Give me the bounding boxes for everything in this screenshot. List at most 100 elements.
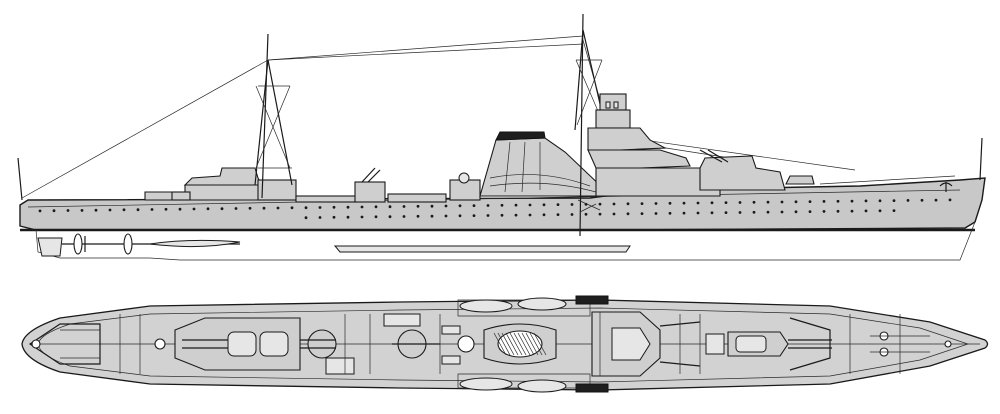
porthole — [66, 209, 70, 212]
porthole — [472, 214, 476, 218]
porthole — [430, 204, 434, 208]
portholes — [38, 198, 952, 220]
porthole — [192, 207, 196, 211]
plan-view — [21, 295, 989, 393]
porthole — [542, 203, 546, 207]
porthole — [570, 203, 574, 206]
porthole — [528, 213, 532, 217]
stern-deck — [28, 323, 101, 365]
porthole — [570, 213, 574, 216]
porthole — [822, 210, 826, 213]
porthole — [892, 199, 896, 203]
porthole — [234, 207, 238, 210]
bow-anchor — [939, 182, 953, 192]
porthole — [542, 213, 546, 217]
funnel-hatch-line — [521, 332, 535, 356]
porthole — [136, 208, 140, 212]
porthole — [514, 213, 518, 217]
porthole — [668, 201, 672, 205]
porthole — [430, 214, 434, 218]
porthole — [710, 201, 714, 205]
porthole — [724, 211, 728, 215]
porthole — [318, 216, 322, 219]
porthole — [822, 200, 826, 203]
porthole — [864, 209, 868, 213]
porthole — [206, 207, 210, 211]
funnel — [479, 131, 606, 197]
porthole — [640, 202, 644, 206]
underwater-hull — [35, 221, 976, 261]
deck-plank-lines — [119, 314, 901, 374]
aft-mast — [254, 33, 293, 199]
porthole — [668, 211, 672, 215]
porthole — [94, 208, 98, 212]
porthole — [752, 200, 756, 204]
porthole — [318, 206, 322, 209]
porthole — [794, 210, 798, 214]
porthole — [248, 206, 252, 210]
porthole — [878, 209, 882, 213]
porthole — [808, 210, 812, 214]
midship-mounts-plan — [300, 313, 475, 375]
porthole — [388, 215, 392, 219]
porthole — [808, 200, 812, 204]
porthole — [150, 208, 154, 211]
porthole — [752, 210, 756, 214]
porthole — [682, 211, 686, 215]
porthole — [710, 211, 714, 215]
porthole — [934, 198, 938, 202]
porthole — [738, 211, 742, 214]
porthole — [472, 204, 476, 208]
bridge-plan — [575, 295, 661, 393]
porthole — [766, 200, 770, 204]
porthole — [528, 203, 532, 207]
porthole — [766, 210, 770, 214]
porthole — [598, 202, 602, 206]
porthole — [500, 203, 504, 207]
funnel-hatch-line — [513, 332, 527, 356]
porthole — [388, 205, 392, 209]
porthole — [220, 207, 224, 211]
porthole — [654, 212, 658, 215]
porthole — [108, 208, 112, 212]
funnel-hatch-line — [525, 332, 539, 356]
porthole — [164, 207, 168, 211]
porthole — [178, 207, 182, 211]
porthole — [878, 199, 882, 203]
porthole — [626, 212, 630, 216]
porthole — [906, 199, 910, 202]
porthole — [654, 202, 658, 205]
porthole — [52, 209, 56, 213]
porthole — [836, 199, 840, 203]
funnel-hatch-line — [517, 332, 531, 356]
porthole — [780, 200, 784, 204]
porthole — [514, 203, 518, 207]
porthole — [612, 212, 616, 216]
porthole — [696, 201, 700, 205]
bridge-superstructure — [587, 93, 721, 197]
porthole — [332, 215, 336, 219]
porthole — [360, 215, 364, 219]
bow-jackstaff — [979, 137, 983, 181]
porthole — [794, 200, 798, 204]
porthole — [346, 215, 350, 219]
funnel-hatch-line — [529, 332, 543, 356]
bow-fittings-plan — [870, 331, 952, 357]
funnel-hatch-line — [533, 332, 547, 356]
porthole — [486, 214, 490, 217]
propeller-shafts — [37, 233, 241, 257]
porthole — [374, 215, 378, 219]
porthole — [304, 216, 308, 220]
midship-fittings — [295, 167, 481, 203]
porthole — [416, 204, 420, 208]
porthole — [122, 208, 126, 212]
profile-view — [17, 13, 986, 261]
funnel-hatch-line — [501, 332, 515, 356]
porthole — [948, 198, 952, 202]
porthole — [556, 203, 560, 207]
porthole — [556, 213, 560, 217]
porthole — [850, 209, 854, 213]
porthole — [444, 204, 448, 208]
fore-mast — [574, 13, 607, 237]
